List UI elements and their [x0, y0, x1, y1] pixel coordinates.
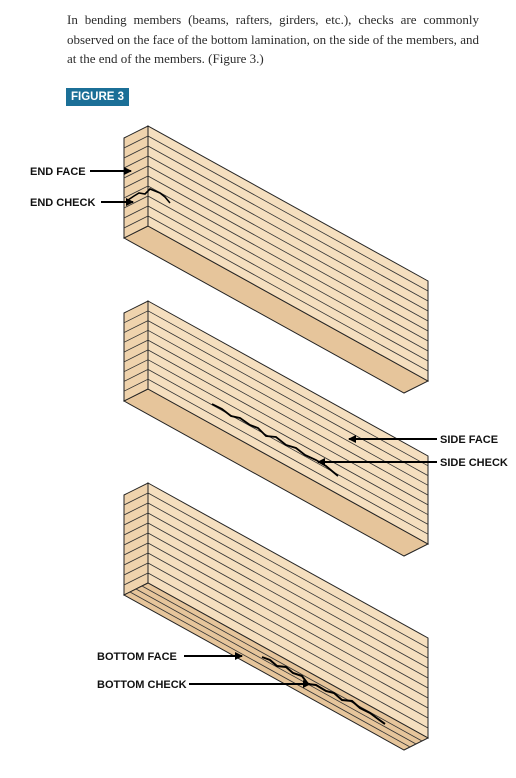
end-face-label: END FACE: [30, 166, 86, 178]
beam-1-side-laminations: [147, 135, 429, 372]
side-check-crack: [211, 403, 339, 477]
beam-bottom-check: [122, 482, 430, 751]
bottom-check-crack: [261, 656, 386, 725]
intro-paragraph: In bending members (beams, rafters, gird…: [67, 12, 479, 66]
end-check-crack: [127, 188, 171, 204]
label-bottom-check: BOTTOM CHECK: [97, 679, 311, 691]
beam-1-end-laminations: [123, 135, 149, 229]
bottom-check-label: BOTTOM CHECK: [97, 679, 187, 691]
end-check-label: END CHECK: [30, 197, 95, 209]
side-face-label: SIDE FACE: [440, 434, 498, 446]
beam-3-bottom-laminations: [129, 585, 423, 748]
label-end-check: END CHECK: [30, 197, 134, 209]
figure-label: FIGURE 3: [66, 88, 130, 106]
beam-3-side-laminations: [147, 492, 429, 729]
beam-2-end-laminations: [123, 310, 149, 392]
label-side-face: SIDE FACE: [348, 434, 498, 446]
label-end-face: END FACE: [30, 166, 132, 178]
label-bottom-face: BOTTOM FACE: [97, 651, 243, 663]
label-side-check: SIDE CHECK: [317, 457, 508, 469]
bottom-face-label: BOTTOM FACE: [97, 651, 177, 663]
side-check-label: SIDE CHECK: [440, 457, 508, 469]
beam-3-end-laminations: [123, 492, 149, 586]
beam-end-check: [122, 125, 430, 394]
beam-2-end-face: [123, 300, 149, 402]
